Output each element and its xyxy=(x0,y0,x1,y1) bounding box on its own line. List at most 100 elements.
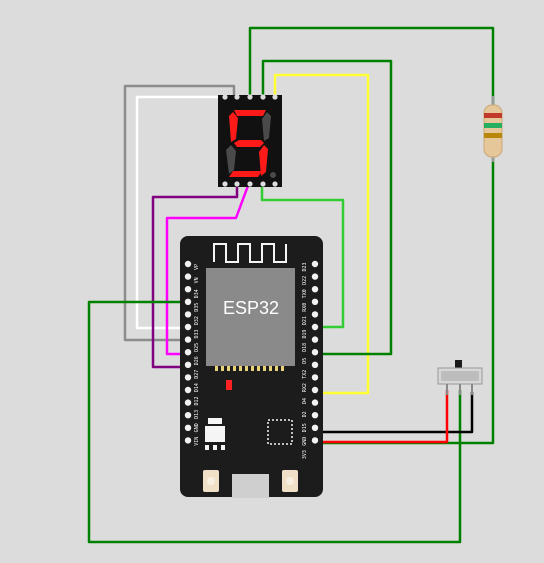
segment-d xyxy=(229,171,262,177)
segment-dp xyxy=(270,172,276,178)
right-pin-label: 3V3 xyxy=(302,450,308,459)
wire-black-gnd[interactable] xyxy=(316,392,474,434)
right-pin[interactable] xyxy=(311,437,319,444)
micro-usb-port[interactable] xyxy=(232,474,269,498)
en-button[interactable] xyxy=(203,470,219,492)
left-header-pins xyxy=(184,260,192,444)
right-pin[interactable] xyxy=(311,361,319,368)
display-segments xyxy=(226,110,276,178)
left-pin[interactable] xyxy=(184,361,192,368)
wire-darkgreen-mid[interactable] xyxy=(261,59,393,356)
resistor-band-1 xyxy=(484,113,502,118)
usb-serial-chip xyxy=(267,419,293,445)
left-pin[interactable] xyxy=(184,323,192,331)
right-pin[interactable] xyxy=(311,323,319,331)
display-bottom-pins xyxy=(222,181,278,187)
left-pin[interactable] xyxy=(184,336,192,343)
left-pin-label: D25 xyxy=(194,343,200,352)
resistor-band-3 xyxy=(484,133,502,138)
right-pin[interactable] xyxy=(311,424,319,431)
segment-g xyxy=(234,140,264,147)
right-pin-label: D22 xyxy=(302,276,308,285)
right-pin-label: RX0 xyxy=(302,303,308,312)
left-pin-label: D32 xyxy=(194,316,200,325)
segment-b xyxy=(262,112,271,141)
right-pin-label: D19 xyxy=(302,329,308,338)
left-pin[interactable] xyxy=(184,273,192,280)
left-pin[interactable] xyxy=(184,298,192,305)
wire-darkgreen-top[interactable] xyxy=(248,26,495,108)
left-pin-label: VN xyxy=(194,277,200,283)
wire-purple[interactable] xyxy=(151,183,239,369)
right-pin[interactable] xyxy=(311,298,319,305)
switch-track xyxy=(441,371,479,381)
resistor[interactable] xyxy=(483,96,503,162)
boot-button[interactable] xyxy=(282,470,298,492)
right-pin-label: D21 xyxy=(302,316,308,325)
resistor-body xyxy=(483,104,503,158)
wire-gray[interactable] xyxy=(123,84,236,342)
left-pin-label: GND xyxy=(194,423,200,432)
voltage-regulator xyxy=(205,418,225,450)
right-pin[interactable] xyxy=(311,349,319,356)
right-pin[interactable] xyxy=(311,273,319,280)
left-pin-label: VP xyxy=(194,264,200,270)
wire-red-3v3[interactable] xyxy=(316,390,449,444)
wire-darkgreen-bottom[interactable] xyxy=(87,300,462,544)
right-pin-label: D18 xyxy=(302,343,308,352)
left-pin[interactable] xyxy=(184,311,192,318)
left-pin[interactable] xyxy=(184,437,192,444)
right-pin[interactable] xyxy=(311,286,319,293)
right-pin-label: D23 xyxy=(302,262,308,271)
right-pin[interactable] xyxy=(311,336,319,343)
wire-green-seg[interactable] xyxy=(260,184,345,329)
right-pin-label: TX0 xyxy=(302,289,308,298)
segment-f xyxy=(229,112,238,142)
left-pin-label: D12 xyxy=(194,396,200,405)
right-pin-label: D15 xyxy=(302,423,308,432)
power-led xyxy=(226,380,232,390)
module-castellations xyxy=(215,366,284,371)
right-pin-label: GND xyxy=(302,437,308,446)
left-pin[interactable] xyxy=(184,424,192,431)
antenna-trace xyxy=(213,243,287,263)
left-pin[interactable] xyxy=(184,412,192,419)
wires xyxy=(87,26,495,544)
right-pin[interactable] xyxy=(311,374,319,381)
right-pin[interactable] xyxy=(311,260,319,268)
left-pin[interactable] xyxy=(184,386,192,394)
slide-switch[interactable] xyxy=(437,360,483,395)
wifi-module-shield xyxy=(206,268,295,366)
segment-e xyxy=(226,145,236,174)
resistor-band-2 xyxy=(484,123,502,128)
left-pin-label: D14 xyxy=(194,383,200,392)
left-pin-label: D13 xyxy=(194,410,200,419)
right-pin[interactable] xyxy=(311,311,319,318)
right-pin[interactable] xyxy=(311,412,319,419)
segment-c xyxy=(259,145,268,176)
seven-segment-display[interactable] xyxy=(218,94,282,187)
right-pin-label: D5 xyxy=(302,358,308,364)
left-pin[interactable] xyxy=(184,374,192,381)
left-pin-label: D34 xyxy=(194,289,200,298)
left-pin[interactable] xyxy=(184,260,192,268)
left-pin[interactable] xyxy=(184,286,192,293)
right-header-pins xyxy=(311,260,319,444)
switch-lever[interactable] xyxy=(455,360,462,370)
wire-magenta[interactable] xyxy=(165,182,251,356)
wire-yellow[interactable] xyxy=(273,73,370,395)
display-top-pins xyxy=(222,94,278,100)
right-pin[interactable] xyxy=(311,386,319,394)
left-pin-label: VIN xyxy=(194,437,200,446)
left-pin-label: D27 xyxy=(194,370,200,379)
right-pin-label: RX2 xyxy=(302,383,308,392)
wire-white[interactable] xyxy=(135,95,225,330)
esp32-board[interactable]: ESP32 xyxy=(180,236,323,498)
left-pin-label: D35 xyxy=(194,303,200,312)
left-pin[interactable] xyxy=(184,349,192,356)
left-pin-label: D33 xyxy=(194,329,200,338)
left-pin[interactable] xyxy=(184,399,192,406)
right-pin[interactable] xyxy=(311,399,319,406)
